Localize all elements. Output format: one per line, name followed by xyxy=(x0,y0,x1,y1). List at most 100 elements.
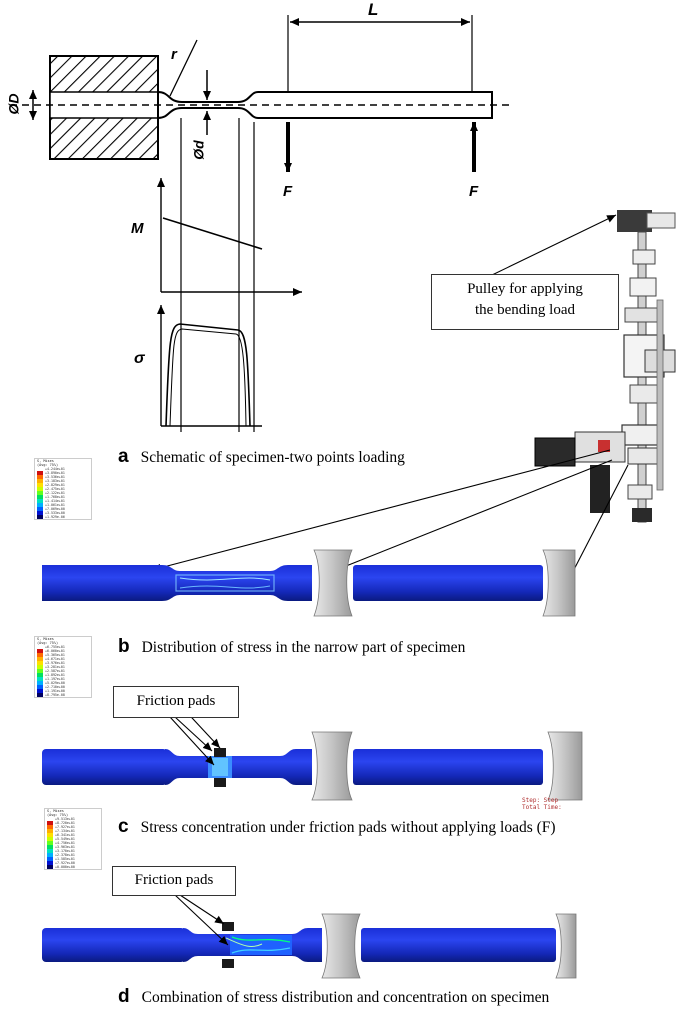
legend-swatch xyxy=(37,653,43,657)
legend-subtitle: (Avg: 75%) xyxy=(47,813,69,817)
legend-row: +3.890e+01 xyxy=(35,471,91,475)
caption-d-text: Combination of stress distribution and c… xyxy=(141,989,550,1006)
legend-row: +1.061e+01 xyxy=(35,503,91,507)
legend-swatch xyxy=(37,495,43,499)
legend-value: +4.244e+01 xyxy=(45,467,65,471)
caption-c-text: Stress concentration under friction pads… xyxy=(140,819,556,836)
legend-swatch xyxy=(37,673,43,677)
legend-swatch xyxy=(47,829,53,833)
legend-row: +8.720e+01 xyxy=(45,821,101,825)
legend-value: +6.341e+01 xyxy=(55,833,75,837)
legend-swatch xyxy=(47,817,53,821)
legend-value: +2.710e+00 xyxy=(45,685,65,689)
friction-pads-label-c: Friction pads xyxy=(136,693,216,709)
legend-swatch xyxy=(37,649,43,653)
legend-row: +3.170e+01 xyxy=(45,849,101,853)
rig-pointer-1 xyxy=(151,449,611,572)
caption-b-text: Distribution of stress in the narrow par… xyxy=(141,639,466,656)
fe-model-c xyxy=(42,731,583,801)
legend-row: +6.755e+01 xyxy=(35,645,91,649)
legend-value: +1.197e+01 xyxy=(45,677,65,681)
legend-value: +2.378e+01 xyxy=(55,853,75,857)
legend-row: +1.414e+01 xyxy=(35,499,91,503)
legend-swatch xyxy=(37,657,43,661)
label-D: ØD xyxy=(5,93,22,115)
legend-row: +4.244e+01 xyxy=(35,467,91,471)
legend-row: +7.069e+00 xyxy=(35,507,91,511)
legend-value: +5.365e+01 xyxy=(45,653,65,657)
legend-swatch xyxy=(47,825,53,829)
moment-line xyxy=(162,217,263,250)
pulley-callout: Pulley for applying the bending load xyxy=(431,274,619,330)
legend-value: +1.929e-06 xyxy=(45,515,65,519)
legend-swatch xyxy=(37,511,43,515)
legend-title: S, Mises xyxy=(47,809,64,813)
legend-value: +1.768e+01 xyxy=(45,495,65,499)
legend-row: +2.378e+01 xyxy=(45,853,101,857)
legend-row: +2.710e+00 xyxy=(35,685,91,689)
legend-swatch xyxy=(47,845,53,849)
stress-legend-c: S, Mises(Avg: 75%)+6.755e+01+6.060e+01+5… xyxy=(34,636,92,698)
grip-bore xyxy=(49,91,159,119)
friction-d-pointer-2 xyxy=(179,894,225,925)
legend-value: +2.587e+01 xyxy=(45,669,65,673)
legend-row: +0.000e+00 xyxy=(45,865,101,869)
legend-value: +7.069e+00 xyxy=(45,507,65,511)
legend-row: +1.197e+01 xyxy=(35,677,91,681)
radius-leader xyxy=(169,39,198,97)
label-r: r xyxy=(171,46,177,63)
legend-row: +3.963e+01 xyxy=(45,845,101,849)
legend-swatch xyxy=(37,681,43,685)
legend-value: +8.720e+01 xyxy=(55,821,75,825)
legend-value: +3.963e+01 xyxy=(55,845,75,849)
legend-row: +1.191e+00 xyxy=(35,689,91,693)
step-note-line2: Total Time: xyxy=(522,804,562,811)
caption-d-letter: d xyxy=(118,986,130,1007)
legend-value: +3.183e+01 xyxy=(45,479,65,483)
legend-row: +4.756e+01 xyxy=(45,841,101,845)
legend-row: +5.029e+00 xyxy=(35,681,91,685)
legend-value: +6.755e+01 xyxy=(45,645,65,649)
legend-value: +3.281e+01 xyxy=(45,665,65,669)
legend-value: +8.795e-08 xyxy=(45,693,65,697)
legend-swatch xyxy=(47,853,53,857)
legend-swatch xyxy=(37,515,43,519)
legend-row: +4.671e+01 xyxy=(35,657,91,661)
legend-swatch xyxy=(47,837,53,841)
test-rig-photo xyxy=(534,210,676,523)
legend-swatch xyxy=(47,857,53,861)
legend-value: +7.927e+00 xyxy=(55,861,75,865)
legend-value: +5.549e+01 xyxy=(55,837,75,841)
caption-b-letter: b xyxy=(118,636,130,657)
legend-row: +3.536e+01 xyxy=(35,475,91,479)
legend-row: +2.122e+01 xyxy=(35,491,91,495)
legend-value: +3.890e+01 xyxy=(45,471,65,475)
pulley-callout-line1: Pulley for applying xyxy=(467,281,583,297)
label-L: L xyxy=(368,0,379,19)
legend-swatch xyxy=(47,841,53,845)
legend-swatch xyxy=(37,689,43,693)
friction-pads-callout-c: Friction pads xyxy=(113,686,239,718)
legend-swatch xyxy=(37,645,43,649)
legend-row: +1.768e+01 xyxy=(35,495,91,499)
legend-row: +5.365e+01 xyxy=(35,653,91,657)
legend-row: +7.134e+01 xyxy=(45,829,101,833)
legend-value: +1.585e+01 xyxy=(55,857,75,861)
legend-row: +1.585e+01 xyxy=(45,857,101,861)
fe-model-b xyxy=(42,549,576,617)
legend-value: +4.671e+01 xyxy=(45,657,65,661)
legend-value: +1.191e+00 xyxy=(45,689,65,693)
legend-row: +7.927e+01 xyxy=(45,825,101,829)
legend-row: +1.892e+01 xyxy=(35,673,91,677)
legend-row: +6.060e+01 xyxy=(35,649,91,653)
label-F-left: F xyxy=(283,183,293,200)
legend-row: +3.533e+00 xyxy=(35,511,91,515)
legend-row: +1.929e-06 xyxy=(35,515,91,519)
legend-value: +2.475e+01 xyxy=(45,487,65,491)
legend-swatch xyxy=(37,693,43,697)
step-note: Step: Step Total Time: xyxy=(522,797,562,811)
legend-value: +3.536e+01 xyxy=(45,475,65,479)
legend-value: +7.927e+01 xyxy=(55,825,75,829)
legend-title: S, Mises xyxy=(37,637,54,641)
